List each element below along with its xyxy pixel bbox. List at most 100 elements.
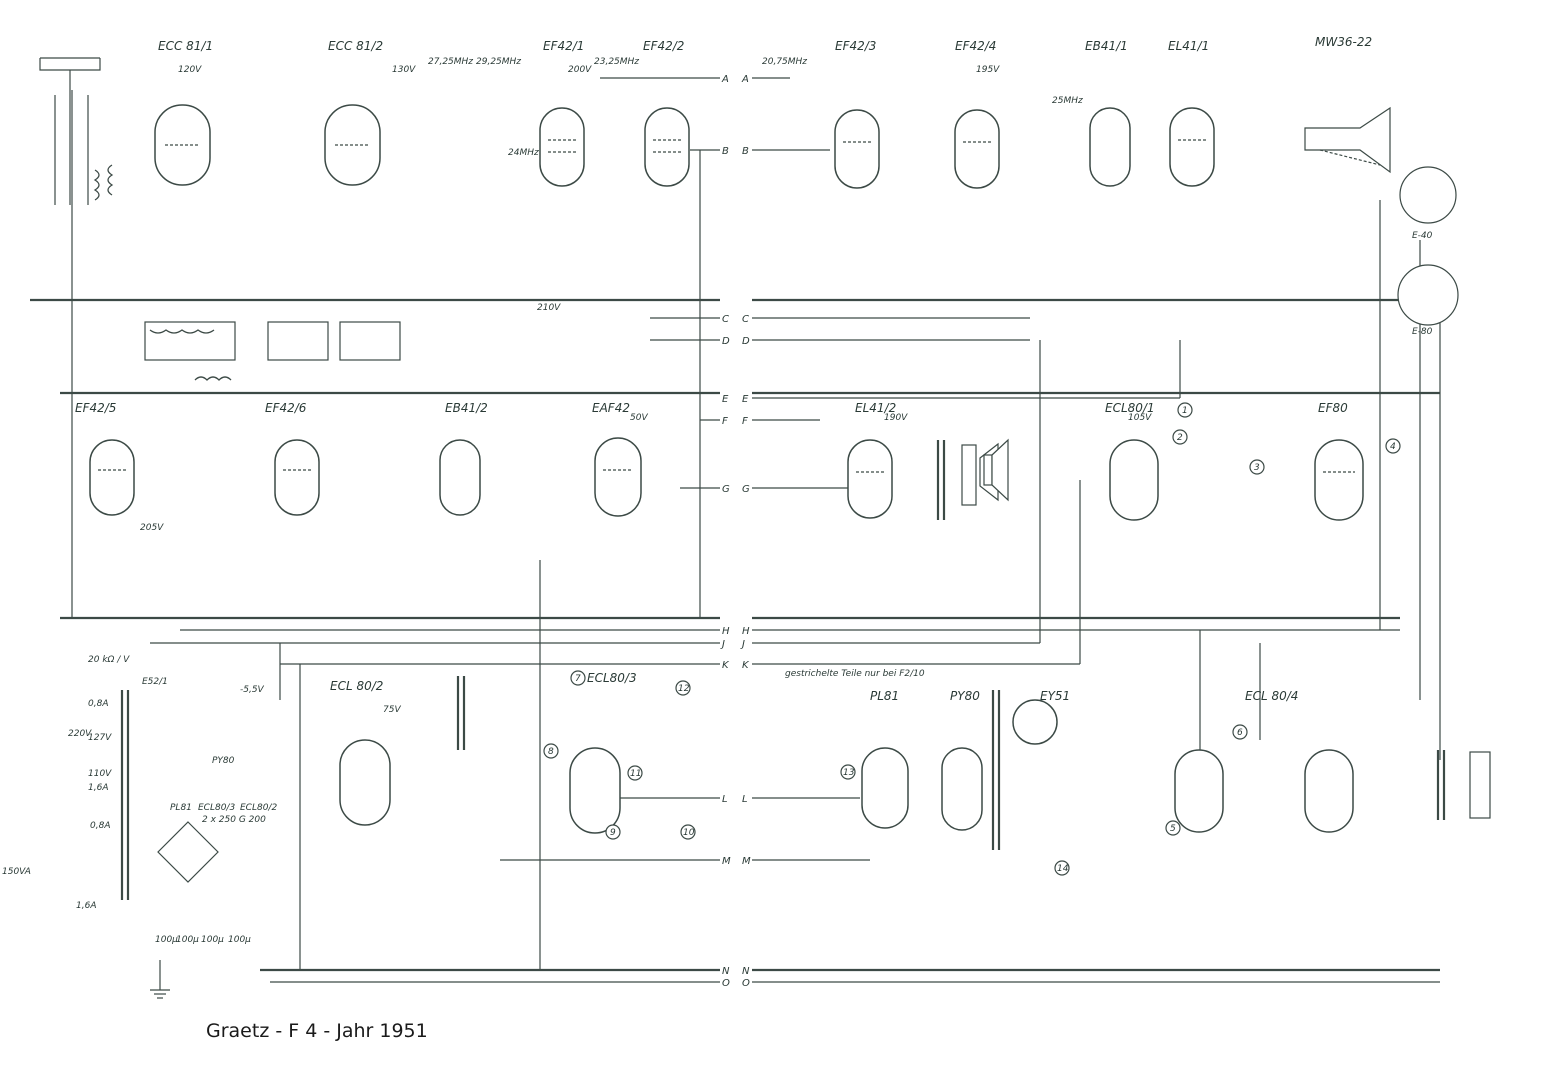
label-socket-e40: E-40 bbox=[1412, 231, 1433, 241]
label-eb41-2: EB41/2 bbox=[445, 401, 488, 415]
filter-cap-1: 100μ bbox=[155, 935, 178, 945]
vertical-deflection-transformer bbox=[1436, 750, 1491, 820]
horizontal-output-transformer bbox=[991, 690, 1001, 850]
tube-eaf42 bbox=[594, 437, 642, 517]
marker-9: 9 bbox=[605, 824, 621, 840]
marker-1: 1 bbox=[1177, 402, 1193, 418]
svg-text:E: E bbox=[742, 394, 749, 405]
mains-tap-127: 127V bbox=[88, 733, 112, 743]
label-socket-e80: E-80 bbox=[1412, 327, 1433, 337]
meter-note: 20 kΩ / V bbox=[88, 655, 130, 665]
svg-text:H: H bbox=[722, 626, 730, 637]
svg-text:G: G bbox=[742, 484, 750, 495]
svg-text:K: K bbox=[722, 660, 730, 671]
label-ecl80-4: ECL 80/4 bbox=[1245, 689, 1298, 703]
svg-text:8: 8 bbox=[548, 747, 554, 757]
fuse-label-4: 0,8A bbox=[90, 821, 110, 831]
mains-tap-110: 110V bbox=[88, 769, 112, 779]
heater-ecl80-3: ECL80/3 bbox=[198, 803, 235, 813]
mains-tap-220: 220V bbox=[68, 729, 92, 739]
svg-text:D: D bbox=[722, 336, 730, 347]
svg-text:5: 5 bbox=[1170, 824, 1176, 834]
dashed-parts-note: gestrichelte Teile nur bei F2/10 bbox=[785, 669, 925, 679]
tube-ecl80-1 bbox=[1109, 439, 1159, 521]
marker-3: 3 bbox=[1249, 459, 1265, 475]
crt-picture-tube bbox=[1304, 106, 1391, 174]
heater-pl81: PL81 bbox=[170, 803, 192, 813]
svg-text:11: 11 bbox=[630, 769, 641, 779]
svg-text:D: D bbox=[742, 336, 750, 347]
socket-e80 bbox=[1397, 264, 1459, 326]
label-ef42-1: EF42/1 bbox=[543, 39, 584, 53]
label-py80: PY80 bbox=[950, 689, 980, 703]
svg-text:B: B bbox=[722, 146, 729, 157]
svg-text:4: 4 bbox=[1390, 442, 1396, 452]
svg-text:2: 2 bbox=[1177, 433, 1183, 443]
tube-ecl80-4-b bbox=[1304, 749, 1354, 833]
fuse-label-2: 1,6A bbox=[88, 783, 108, 793]
label-ef42-2: EF42/2 bbox=[643, 39, 684, 53]
svg-text:O: O bbox=[742, 978, 750, 989]
label-eaf42: EAF42 bbox=[592, 401, 630, 415]
tube-ef42-3 bbox=[834, 109, 880, 189]
svg-text:13: 13 bbox=[843, 768, 855, 778]
tube-ecl80-2 bbox=[339, 739, 391, 826]
svg-text:10: 10 bbox=[683, 828, 695, 838]
label-el41-2: EL41/2 bbox=[855, 401, 896, 415]
voltage-190v: 190V bbox=[884, 413, 908, 423]
label-ef42-3: EF42/3 bbox=[835, 39, 876, 53]
label-ecl80-1: ECL80/1 bbox=[1105, 401, 1155, 415]
label-crt: MW36-22 bbox=[1315, 35, 1372, 49]
ground-symbol bbox=[150, 960, 170, 999]
voltage-200v-a: 200V bbox=[568, 65, 592, 75]
marker-13: 13 bbox=[840, 764, 856, 780]
label-ef42-5: EF42/5 bbox=[75, 401, 116, 415]
freq-25: 25MHz bbox=[1052, 96, 1083, 106]
marker-5: 5 bbox=[1165, 820, 1181, 836]
tube-el41-2 bbox=[847, 439, 893, 519]
marker-8: 8 bbox=[543, 743, 559, 759]
label-ef42-6: EF42/6 bbox=[265, 401, 307, 415]
marker-14: 14 bbox=[1054, 860, 1070, 876]
marker-7: 7 bbox=[570, 670, 586, 686]
svg-text:14: 14 bbox=[1057, 864, 1069, 874]
freq-23-25: 23,25MHz bbox=[594, 57, 639, 67]
marker-12: 12 bbox=[675, 680, 691, 696]
svg-text:N: N bbox=[722, 966, 730, 977]
bias-voltage: -5,5V bbox=[240, 685, 265, 695]
label-ef80: EF80 bbox=[1318, 401, 1348, 415]
svg-text:N: N bbox=[742, 966, 750, 977]
tube-ey51 bbox=[1012, 699, 1058, 745]
tube-ecl80-4-a bbox=[1174, 749, 1224, 833]
svg-text:7: 7 bbox=[575, 674, 581, 684]
tube-ef42-4 bbox=[954, 109, 1000, 189]
tube-eb41-1 bbox=[1089, 107, 1131, 187]
label-ecl80-2: ECL 80/2 bbox=[330, 679, 383, 693]
label-ef42-4: EF42/4 bbox=[955, 39, 996, 53]
fuse-label-1: 0,8A bbox=[88, 699, 108, 709]
tube-ef42-5 bbox=[89, 439, 135, 516]
svg-text:J: J bbox=[720, 639, 725, 650]
label-pl81: PL81 bbox=[870, 689, 899, 703]
svg-text:F: F bbox=[722, 416, 728, 427]
rail-letters-left-half: A B C D E F G H J K L M N O bbox=[720, 74, 731, 989]
voltage-210v: 210V bbox=[537, 303, 561, 313]
label-el41-1: EL41/1 bbox=[1168, 39, 1209, 53]
svg-text:1: 1 bbox=[1182, 406, 1188, 416]
marker-6: 6 bbox=[1232, 724, 1248, 740]
socket-e40 bbox=[1399, 166, 1457, 224]
filter-cap-2: 100μ bbox=[176, 935, 199, 945]
marker-4: 4 bbox=[1385, 438, 1401, 454]
svg-text:O: O bbox=[722, 978, 730, 989]
voltage-120v-a: 120V bbox=[178, 65, 202, 75]
svg-text:L: L bbox=[742, 794, 748, 805]
fuse-label-3: 1,6A bbox=[76, 901, 96, 911]
tube-ecc81-1 bbox=[154, 104, 211, 186]
voltage-205v: 205V bbox=[140, 523, 164, 533]
vertical-transformer bbox=[456, 676, 466, 750]
label-ecc81-2: ECC 81/2 bbox=[328, 39, 383, 53]
tube-ef42-1 bbox=[539, 107, 585, 187]
svg-text:12: 12 bbox=[678, 684, 690, 694]
loudspeaker bbox=[983, 438, 1009, 502]
